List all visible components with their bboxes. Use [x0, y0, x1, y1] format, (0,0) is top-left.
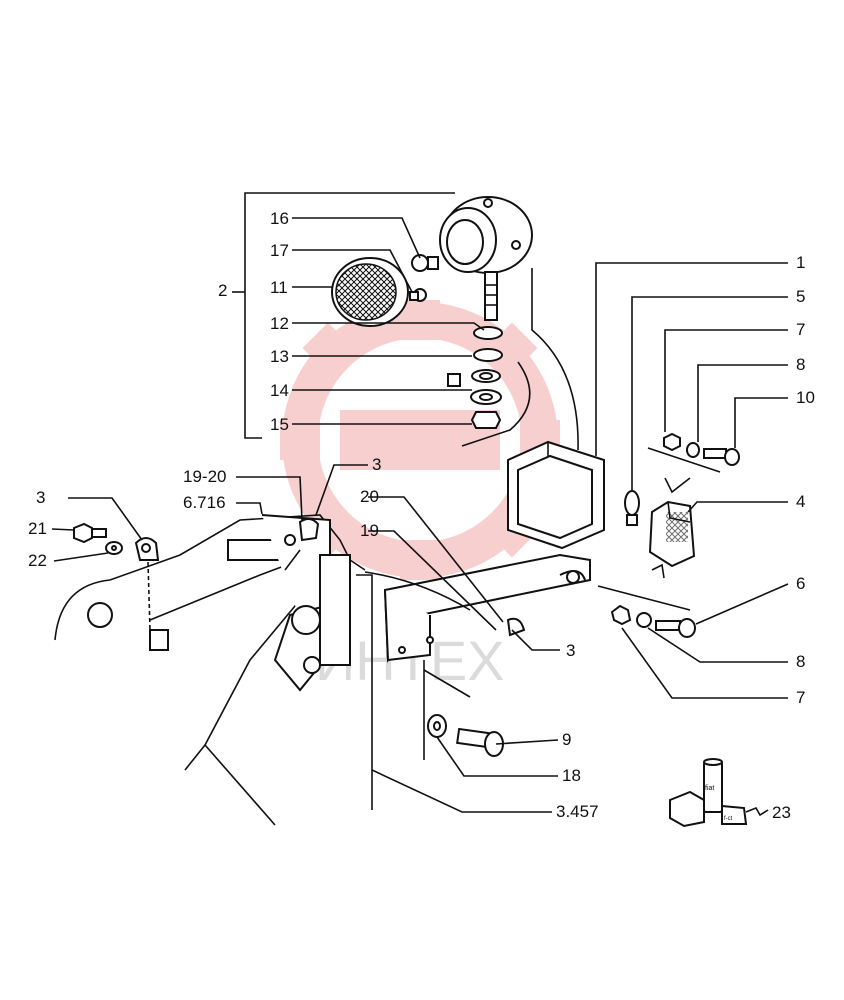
group-2-bracket — [232, 192, 455, 439]
label-8-bottom: 8 — [796, 652, 805, 671]
rear-light-lens — [648, 500, 696, 568]
label-3457: 3.457 — [556, 802, 599, 821]
label-13: 13 — [270, 347, 289, 366]
label-8-top: 8 — [796, 355, 805, 374]
callout-lines-lamp — [292, 217, 485, 425]
label-3-top: 3 — [372, 455, 381, 474]
label-6: 6 — [796, 574, 805, 593]
label-16: 16 — [270, 209, 289, 228]
bolt-9 — [456, 727, 504, 757]
washer-stack — [447, 326, 503, 429]
label-20: 20 — [360, 487, 379, 506]
label-9: 9 — [562, 730, 571, 749]
label-3-left: 3 — [36, 488, 45, 507]
bulb-17 — [409, 288, 427, 302]
fastener-set-bottom — [610, 604, 696, 638]
label-7-bottom: 7 — [796, 688, 805, 707]
callout-labels: 2 16 17 11 12 13 14 15 1 5 7 8 10 4 6 8 … — [28, 209, 815, 822]
cable-clips — [134, 518, 526, 651]
label-19-20: 19-20 — [183, 467, 226, 486]
tractor-frame — [54, 514, 366, 826]
label-4: 4 — [796, 492, 805, 511]
lamp-lens — [331, 257, 409, 327]
label-15: 15 — [270, 415, 289, 434]
callout-lines-left — [51, 464, 560, 813]
label-22: 22 — [28, 551, 47, 570]
label-5: 5 — [796, 287, 805, 306]
label-14: 14 — [270, 381, 289, 400]
bulb-16 — [411, 254, 439, 272]
label-10: 10 — [796, 388, 815, 407]
label-6716: 6.716 — [183, 493, 226, 512]
kit-23-label-2: f-ct — [724, 816, 733, 822]
label-7-top: 7 — [796, 320, 805, 339]
screw-21 — [73, 522, 107, 544]
label-12: 12 — [270, 314, 289, 333]
washer-18 — [427, 714, 447, 738]
fastener-set-top — [663, 432, 740, 466]
label-17: 17 — [270, 241, 289, 260]
label-2: 2 — [218, 281, 227, 300]
label-1: 1 — [796, 253, 805, 272]
washer-22 — [105, 541, 123, 555]
bulb-5 — [624, 490, 640, 526]
rear-light-housing — [507, 440, 605, 550]
label-18: 18 — [562, 766, 581, 785]
mounting-plate — [383, 553, 591, 663]
label-21: 21 — [28, 519, 47, 538]
label-23: 23 — [772, 803, 791, 822]
kit-23: fiat f-ct — [669, 758, 769, 828]
callout-lines-right — [595, 262, 789, 699]
kit-23-label-1: fiat — [705, 785, 714, 792]
label-11: 11 — [270, 278, 288, 297]
label-19: 19 — [360, 521, 379, 540]
label-3-right: 3 — [566, 641, 575, 660]
lamp-housing — [439, 196, 533, 321]
